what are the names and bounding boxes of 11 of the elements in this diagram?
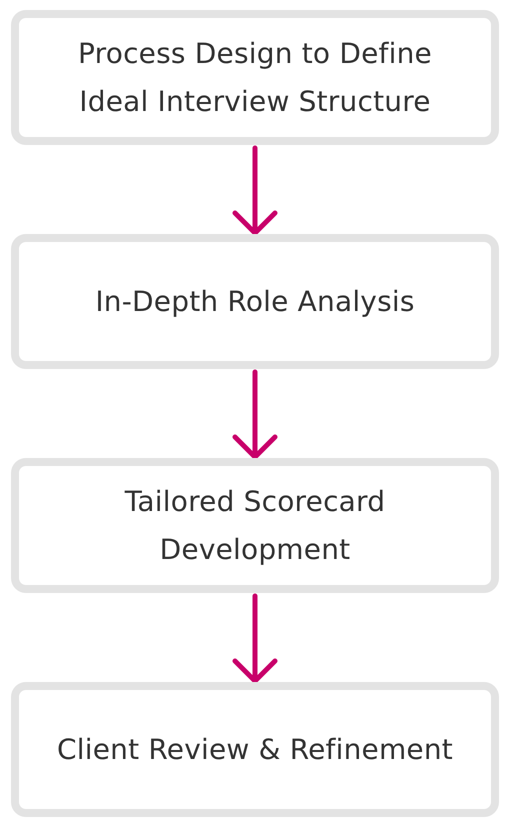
step-label: In-Depth Role Analysis [95, 284, 415, 320]
process-box [11, 234, 499, 369]
arrow [232, 370, 278, 460]
process-box [11, 458, 499, 593]
process-box [11, 10, 499, 145]
step-label: Tailored Scorecard Development [124, 484, 386, 568]
process-box [11, 682, 499, 817]
arrow [232, 146, 278, 236]
arrow [232, 594, 278, 684]
step-label: Process Design to Define Ideal Interview Structure [77, 36, 433, 120]
step-label: Client Review & Refinement [57, 732, 453, 768]
